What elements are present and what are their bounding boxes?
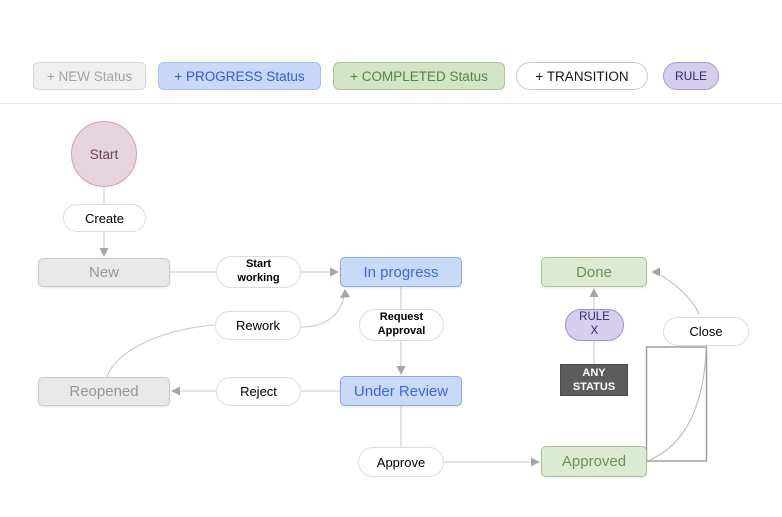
status-node-under-review[interactable]: Under Review <box>340 376 462 406</box>
edge-approved-close <box>649 349 707 461</box>
transition-node-request-approval[interactable]: Request Approval <box>359 309 444 341</box>
arrowheads <box>99 248 660 467</box>
transition-node-reject[interactable]: Reject <box>216 377 301 406</box>
status-node-reopened[interactable]: Reopened <box>38 377 170 406</box>
rule-node-rule-x[interactable]: RULE X <box>565 309 624 341</box>
edge-close-done <box>660 274 700 315</box>
toolbar-divider <box>0 103 782 104</box>
arrow-into-approved <box>531 457 540 467</box>
arrow-into-underreview <box>396 366 406 375</box>
add-new-status-button[interactable]: + NEW Status <box>33 62 146 90</box>
arrow-into-inprogress-from-rework <box>340 289 350 298</box>
status-node-done[interactable]: Done <box>541 257 647 287</box>
status-node-approved[interactable]: Approved <box>541 446 647 477</box>
transition-node-create[interactable]: Create <box>63 204 146 232</box>
add-rule-button[interactable]: RULE <box>663 62 719 90</box>
status-node-start[interactable]: Start <box>71 121 137 187</box>
add-progress-status-button[interactable]: + PROGRESS Status <box>158 62 321 90</box>
transition-node-close[interactable]: Close <box>663 317 749 346</box>
add-transition-button[interactable]: + TRANSITION <box>516 62 648 90</box>
transition-node-start-working[interactable]: Start working <box>216 256 301 288</box>
edge-reopened-rework <box>106 324 215 378</box>
arrow-into-reopened <box>171 386 180 396</box>
arrow-into-done-from-rulex <box>589 288 599 297</box>
transition-node-approve[interactable]: Approve <box>358 447 444 477</box>
status-node-in-progress[interactable]: In progress <box>340 257 462 287</box>
arrow-into-inprogress <box>330 267 339 277</box>
add-completed-status-button[interactable]: + COMPLETED Status <box>333 62 505 90</box>
edge-rework-inprogress <box>300 295 345 328</box>
any-status-node[interactable]: ANY STATUS <box>560 364 628 396</box>
arrow-into-done-from-close <box>651 267 660 277</box>
transition-node-rework[interactable]: Rework <box>215 311 301 340</box>
arrow-into-new <box>99 248 109 257</box>
status-node-new[interactable]: New <box>38 258 170 287</box>
